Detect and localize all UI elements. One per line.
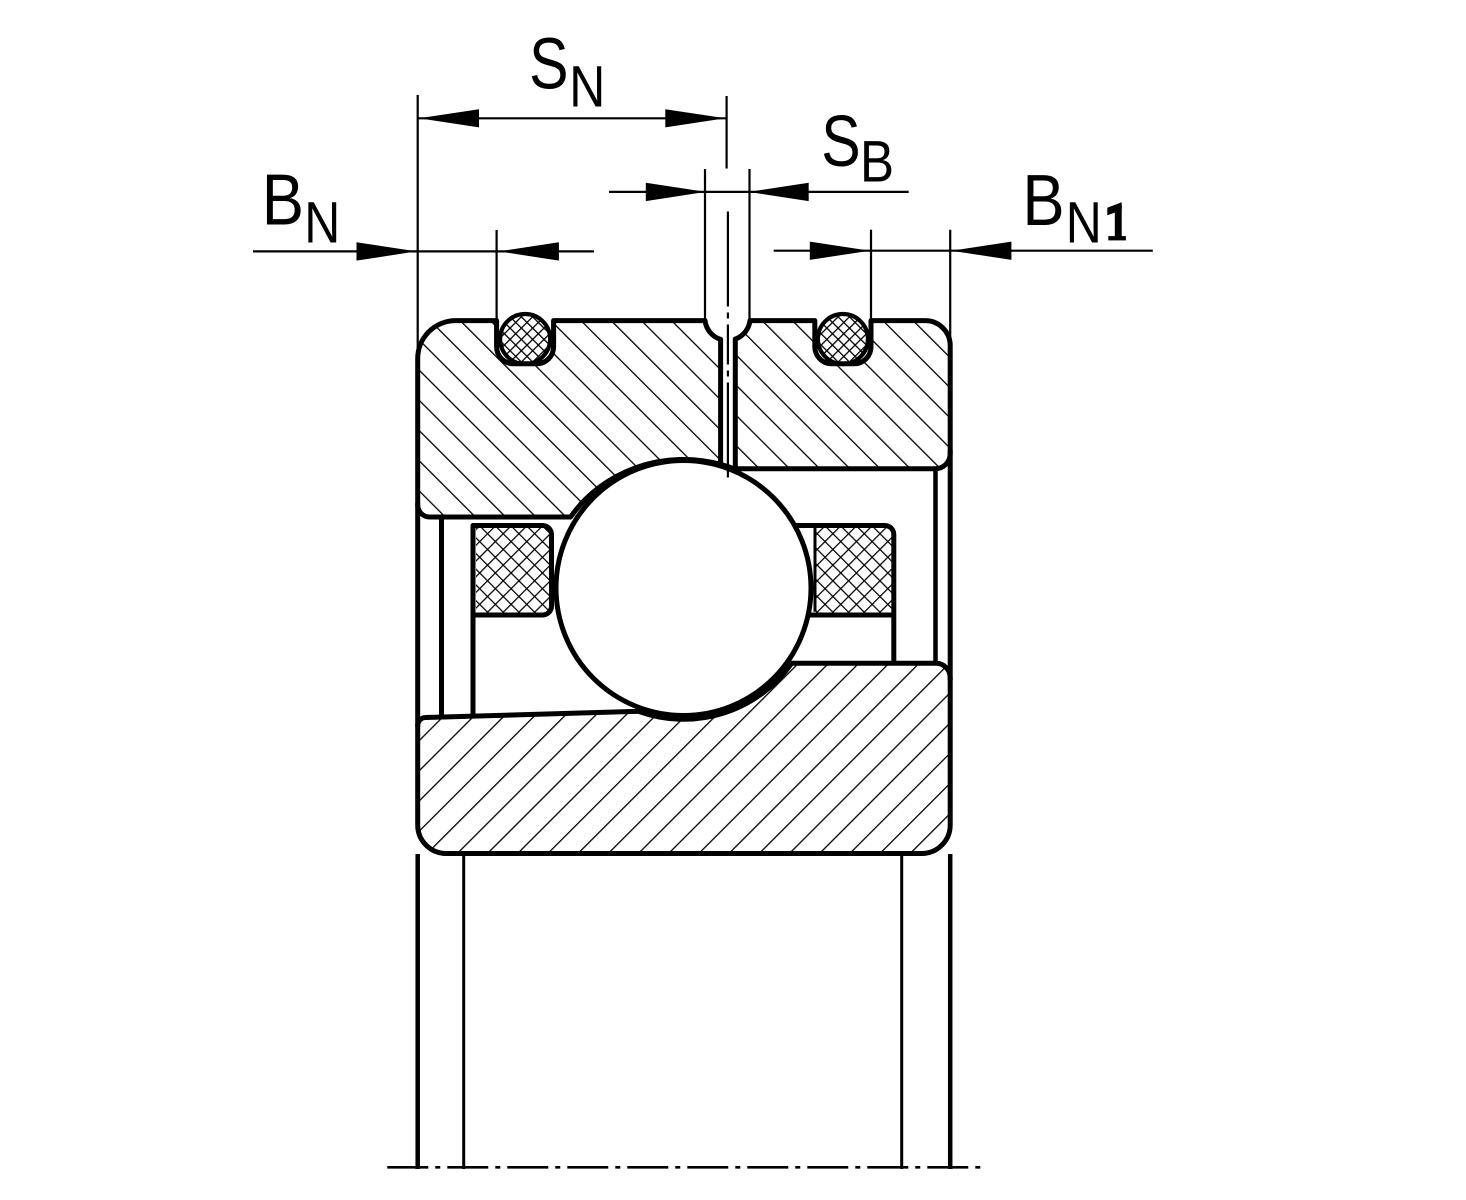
- svg-text:S: S: [821, 100, 860, 181]
- svg-text:N: N: [569, 55, 605, 119]
- svg-text:B: B: [860, 129, 894, 194]
- svg-text:B: B: [262, 161, 304, 241]
- svg-text:N: N: [1066, 191, 1102, 255]
- svg-text:B: B: [1022, 161, 1064, 241]
- svg-text:S: S: [529, 23, 568, 104]
- svg-text:N: N: [304, 191, 340, 255]
